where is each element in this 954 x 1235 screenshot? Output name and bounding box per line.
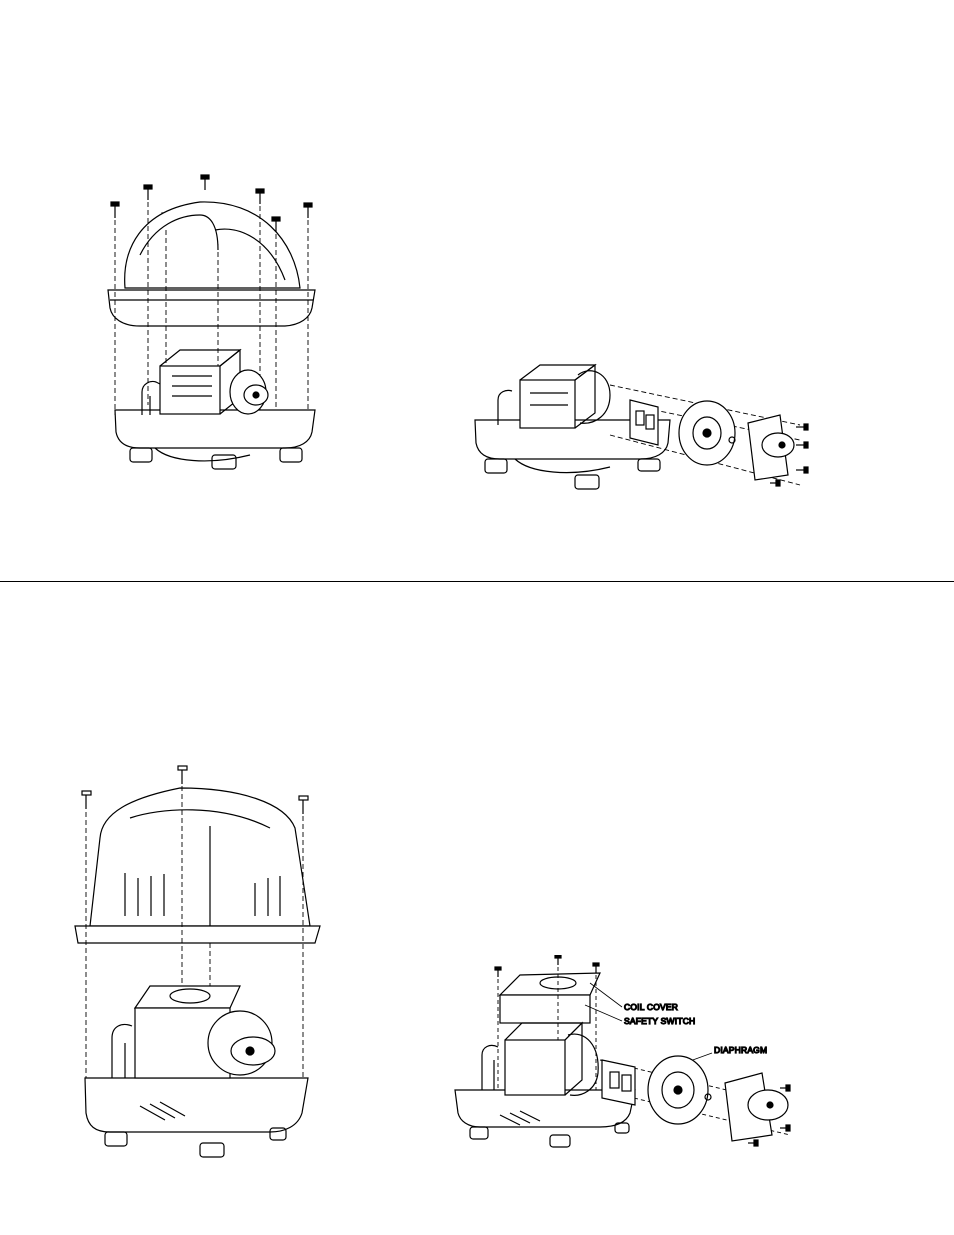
pump-base	[85, 986, 308, 1157]
bolt-icon	[748, 1140, 758, 1146]
screw-icon	[178, 766, 187, 784]
pump-base	[115, 350, 315, 469]
bottom-left-exploded-cover-diagram	[70, 758, 330, 1163]
dome-cover	[108, 202, 315, 326]
diaphragm-disk	[648, 1056, 708, 1124]
bolt-icon	[796, 467, 808, 473]
bolt-icon	[796, 442, 808, 448]
section-divider	[0, 581, 954, 582]
coil-cover	[500, 973, 600, 1023]
top-left-svg	[100, 170, 330, 500]
bolt-icon	[796, 424, 808, 430]
pump-head	[748, 415, 794, 480]
bolt-icon	[770, 480, 780, 486]
top-right-svg	[470, 345, 820, 505]
screw-icon	[111, 202, 119, 218]
bottom-right-exploded-diaphragm-diagram: COIL COVER SAFETY SWITCH DIAPHRAGM	[450, 955, 810, 1165]
top-left-exploded-cover-diagram	[100, 170, 330, 500]
screw-icon	[144, 185, 152, 200]
screw-icon	[495, 967, 501, 977]
bottom-right-svg: COIL COVER SAFETY SWITCH DIAPHRAGM	[450, 955, 810, 1165]
valve-block	[602, 1060, 635, 1105]
screw-icon	[201, 175, 209, 190]
screw-icon	[256, 189, 264, 204]
bolt-icon	[780, 1125, 790, 1131]
screw-icon	[304, 203, 312, 218]
square-cover	[75, 788, 320, 943]
diaphragm-disk	[679, 401, 735, 465]
diaphragm-label: DIAPHRAGM	[714, 1045, 767, 1055]
screw-icon	[593, 963, 599, 973]
screw-icon	[555, 955, 561, 965]
valve-block	[630, 400, 658, 445]
screw-icon	[299, 796, 308, 814]
coil-cover-label: COIL COVER	[624, 1002, 678, 1012]
bottom-left-svg	[70, 758, 330, 1163]
top-right-exploded-diaphragm-diagram	[470, 345, 820, 505]
screw-icon	[82, 791, 91, 809]
pump-head	[725, 1073, 788, 1141]
bolt-icon	[780, 1085, 790, 1091]
safety-switch-label: SAFETY SWITCH	[624, 1016, 695, 1026]
